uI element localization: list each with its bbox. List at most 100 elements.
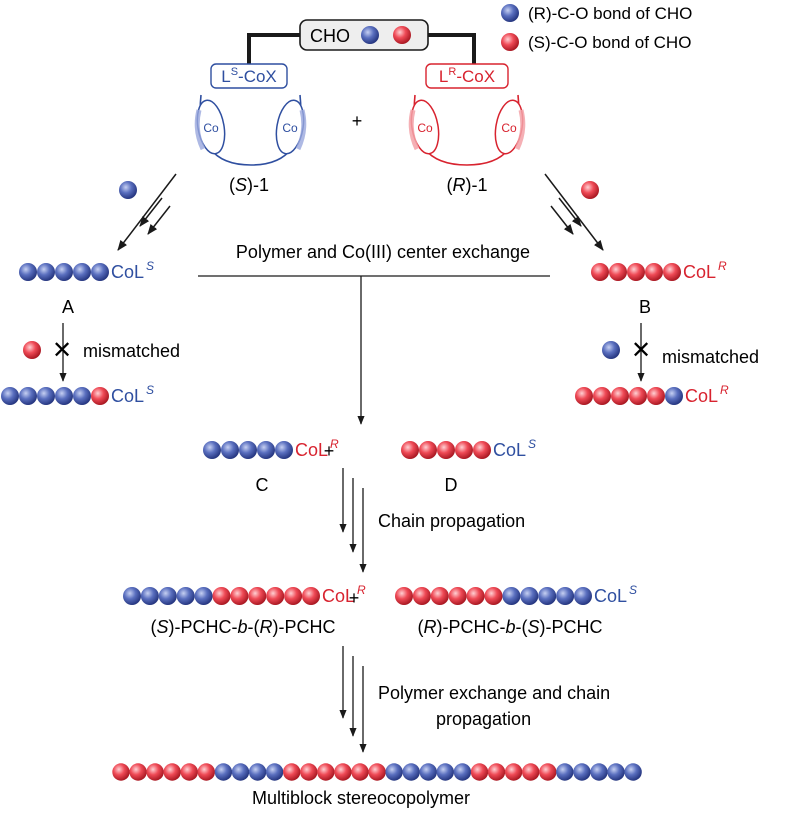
co-label-r-right: Co bbox=[501, 121, 517, 135]
s-bead bbox=[401, 441, 419, 459]
r-bead bbox=[436, 763, 454, 781]
r-bead bbox=[221, 441, 239, 459]
s-bead bbox=[504, 763, 523, 781]
initiation-arrows-right bbox=[544, 173, 604, 251]
chain-propagation-label: Chain propagation bbox=[378, 511, 525, 531]
s-bead bbox=[180, 763, 198, 781]
legend: (R)-C-O bond of CHO (S)-C-O bond of CHO bbox=[501, 4, 692, 52]
r-bead bbox=[158, 587, 177, 605]
s-bead bbox=[351, 763, 369, 781]
ligand-s-box bbox=[210, 63, 288, 89]
r-bead bbox=[419, 763, 437, 781]
s-monomer-bead bbox=[393, 26, 411, 44]
catalyst-s: LS-CoX Co Co (S)-1 bbox=[194, 63, 307, 195]
s-bead bbox=[609, 263, 627, 281]
s-bead bbox=[112, 763, 130, 781]
tether-left bbox=[247, 33, 300, 64]
s-bead bbox=[629, 387, 647, 405]
r-bead bbox=[624, 763, 642, 781]
chain-propagation-arrows bbox=[339, 468, 367, 573]
s-bead bbox=[412, 587, 431, 605]
block-right-name: (R)-PCHC-b-(S)-PCHC bbox=[417, 617, 602, 637]
s-bead bbox=[591, 263, 609, 281]
r-bead bbox=[123, 587, 141, 605]
s-bead bbox=[91, 387, 109, 405]
r-bead bbox=[556, 763, 574, 781]
shade-s-right bbox=[295, 109, 307, 151]
s-bead bbox=[663, 263, 681, 281]
r-bead bbox=[453, 763, 472, 781]
co-label-s-right: Co bbox=[282, 121, 298, 135]
polymer-exchange-line1: Polymer exchange and chain bbox=[378, 683, 610, 703]
s-bead bbox=[395, 587, 413, 605]
s-bead bbox=[470, 763, 489, 781]
s-monomer-feed-bead bbox=[581, 181, 599, 199]
r-bead bbox=[231, 763, 250, 781]
r-bead bbox=[176, 587, 195, 605]
s-bead bbox=[539, 763, 557, 781]
ligand-s-label: LS-CoX bbox=[221, 66, 277, 86]
co-label-s-left: Co bbox=[203, 121, 219, 135]
monomer-cho-box: CHO bbox=[299, 19, 429, 51]
r-bead bbox=[538, 587, 557, 605]
s-bead bbox=[593, 387, 611, 405]
ligand-r-box bbox=[425, 63, 509, 89]
exchange-label: Polymer and Co(III) center exchange bbox=[236, 242, 530, 262]
tether-right bbox=[428, 33, 476, 64]
s-bead bbox=[419, 441, 437, 459]
monomer-label: CHO bbox=[310, 26, 350, 46]
initiation-arrows-left bbox=[117, 173, 177, 251]
blocked-cross-left: ✕ bbox=[52, 337, 72, 364]
r-bead bbox=[140, 587, 159, 605]
r-bead bbox=[248, 763, 267, 781]
legend-s-label: (S)-C-O bond of CHO bbox=[528, 33, 691, 52]
r-bead bbox=[402, 763, 420, 781]
legend-r-label: (R)-C-O bond of CHO bbox=[528, 4, 692, 23]
s-bead bbox=[248, 587, 267, 605]
r-bead bbox=[73, 263, 91, 281]
s-bead bbox=[283, 763, 301, 781]
s-bead bbox=[627, 263, 645, 281]
shade-r-left bbox=[408, 109, 420, 151]
r-bead bbox=[214, 763, 233, 781]
r-bead bbox=[556, 587, 575, 605]
r-bead bbox=[590, 763, 608, 781]
s-bead bbox=[430, 587, 449, 605]
chain-a-letter: A bbox=[62, 297, 74, 317]
r-bead bbox=[574, 587, 592, 605]
s-bead bbox=[284, 587, 303, 605]
r-bead bbox=[55, 263, 73, 281]
r-bead bbox=[55, 387, 73, 405]
r-bead bbox=[385, 763, 403, 781]
chain-d-letter: D bbox=[445, 475, 458, 495]
shade-s-left bbox=[194, 109, 206, 151]
catalyst-r-name: (R)-1 bbox=[447, 175, 488, 195]
chain-c-letter: C bbox=[256, 475, 269, 495]
s-bead bbox=[317, 763, 335, 781]
s-bead bbox=[473, 441, 491, 459]
s-bead bbox=[437, 441, 455, 459]
s-bead bbox=[611, 387, 629, 405]
s-bead bbox=[484, 587, 503, 605]
mismatched-label-left: mismatched bbox=[83, 341, 180, 361]
s-bead bbox=[146, 763, 164, 781]
s-bead bbox=[300, 763, 318, 781]
r-bead bbox=[607, 763, 625, 781]
s-bead bbox=[448, 587, 467, 605]
blocked-cross-right: ✕ bbox=[631, 337, 651, 364]
r-bead bbox=[1, 387, 19, 405]
s-bead bbox=[163, 763, 181, 781]
r-bead bbox=[573, 763, 591, 781]
